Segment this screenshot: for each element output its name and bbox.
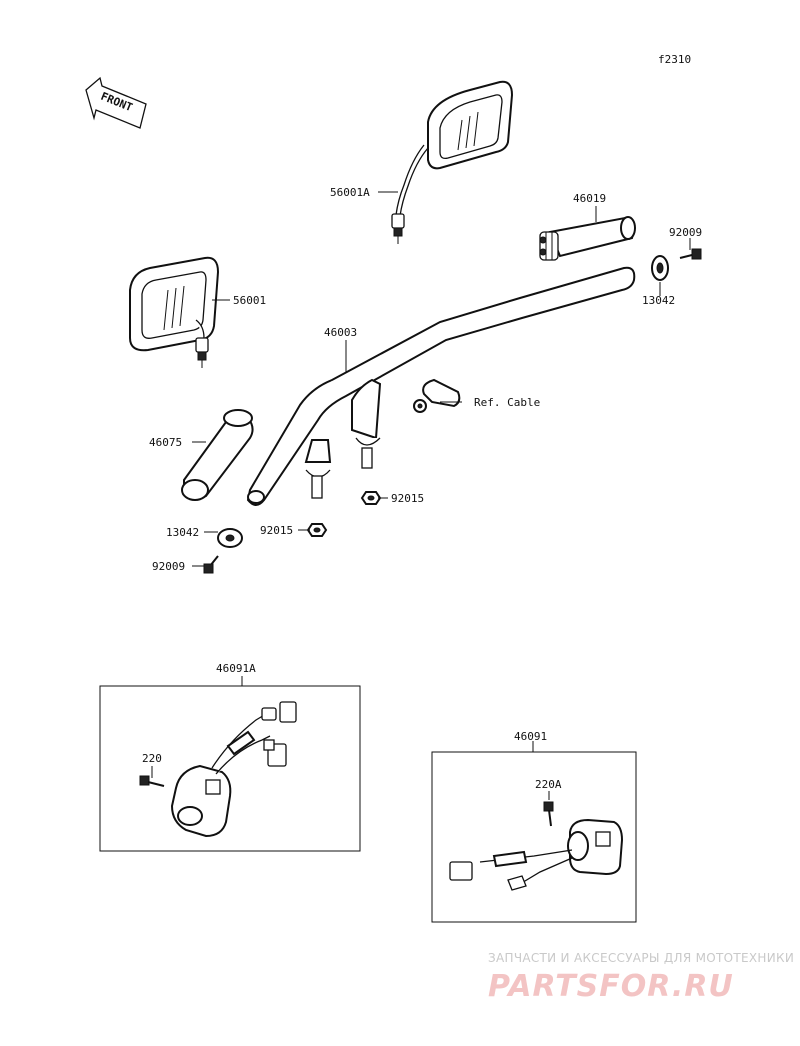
part-label-46019: 46019 xyxy=(573,192,606,205)
nut-92015-left-icon xyxy=(306,523,328,537)
left-switch-housing-icon xyxy=(170,701,297,838)
part-label-46075: 46075 xyxy=(149,436,182,449)
bar-end-weight-13042-left-icon xyxy=(217,528,243,548)
cable-clamp-icon xyxy=(413,378,461,413)
throttle-grip-46019-icon xyxy=(539,216,636,261)
left-grip-46075-icon xyxy=(181,409,254,501)
leader-lines xyxy=(151,191,691,800)
watermark-logo: PARTSFOR.RU xyxy=(488,969,734,1004)
part-label-ref-cable: Ref. Cable xyxy=(474,396,540,409)
mirror-56001a-icon xyxy=(391,80,514,244)
part-label-92015-right: 92015 xyxy=(391,492,424,505)
part-label-13042-left: 13042 xyxy=(166,526,199,539)
part-label-92015-left: 92015 xyxy=(260,524,293,537)
part-label-46003: 46003 xyxy=(324,326,357,339)
part-label-46091a: 46091A xyxy=(216,662,256,675)
mirror-56001-icon xyxy=(129,256,220,368)
figure-code: f2310 xyxy=(658,53,691,66)
part-label-56001: 56001 xyxy=(233,294,266,307)
right-switch-housing-icon xyxy=(449,818,624,891)
nut-92015-right-icon xyxy=(360,491,382,505)
inset-46091: 46091 220A xyxy=(431,730,637,923)
part-label-220a: 220A xyxy=(535,778,562,791)
watermark: ЗАПЧАСТИ И АКСЕССУАРЫ ДЛЯ МОТОТЕХНИКИ PA… xyxy=(488,951,794,1004)
screw-220a-icon xyxy=(543,801,554,827)
part-label-56001a: 56001A xyxy=(330,186,370,199)
handlebar-46003-icon xyxy=(246,266,636,506)
bolt-92009-left-icon xyxy=(203,555,219,574)
part-label-220: 220 xyxy=(142,752,162,765)
bar-end-weight-13042-right-icon xyxy=(651,255,669,281)
bolt-92009-right-icon xyxy=(679,248,702,260)
part-label-46091: 46091 xyxy=(514,730,547,743)
part-label-92009-left: 92009 xyxy=(152,560,185,573)
part-label-92009-right: 92009 xyxy=(669,226,702,239)
inset-46091a: 46091A 220 xyxy=(99,662,361,852)
screw-220-icon xyxy=(139,775,165,787)
part-label-13042-right: 13042 xyxy=(642,294,675,307)
watermark-subtitle: ЗАПЧАСТИ И АКСЕССУАРЫ ДЛЯ МОТОТЕХНИКИ xyxy=(488,951,794,965)
front-arrow-icon: FRONT xyxy=(85,76,147,129)
